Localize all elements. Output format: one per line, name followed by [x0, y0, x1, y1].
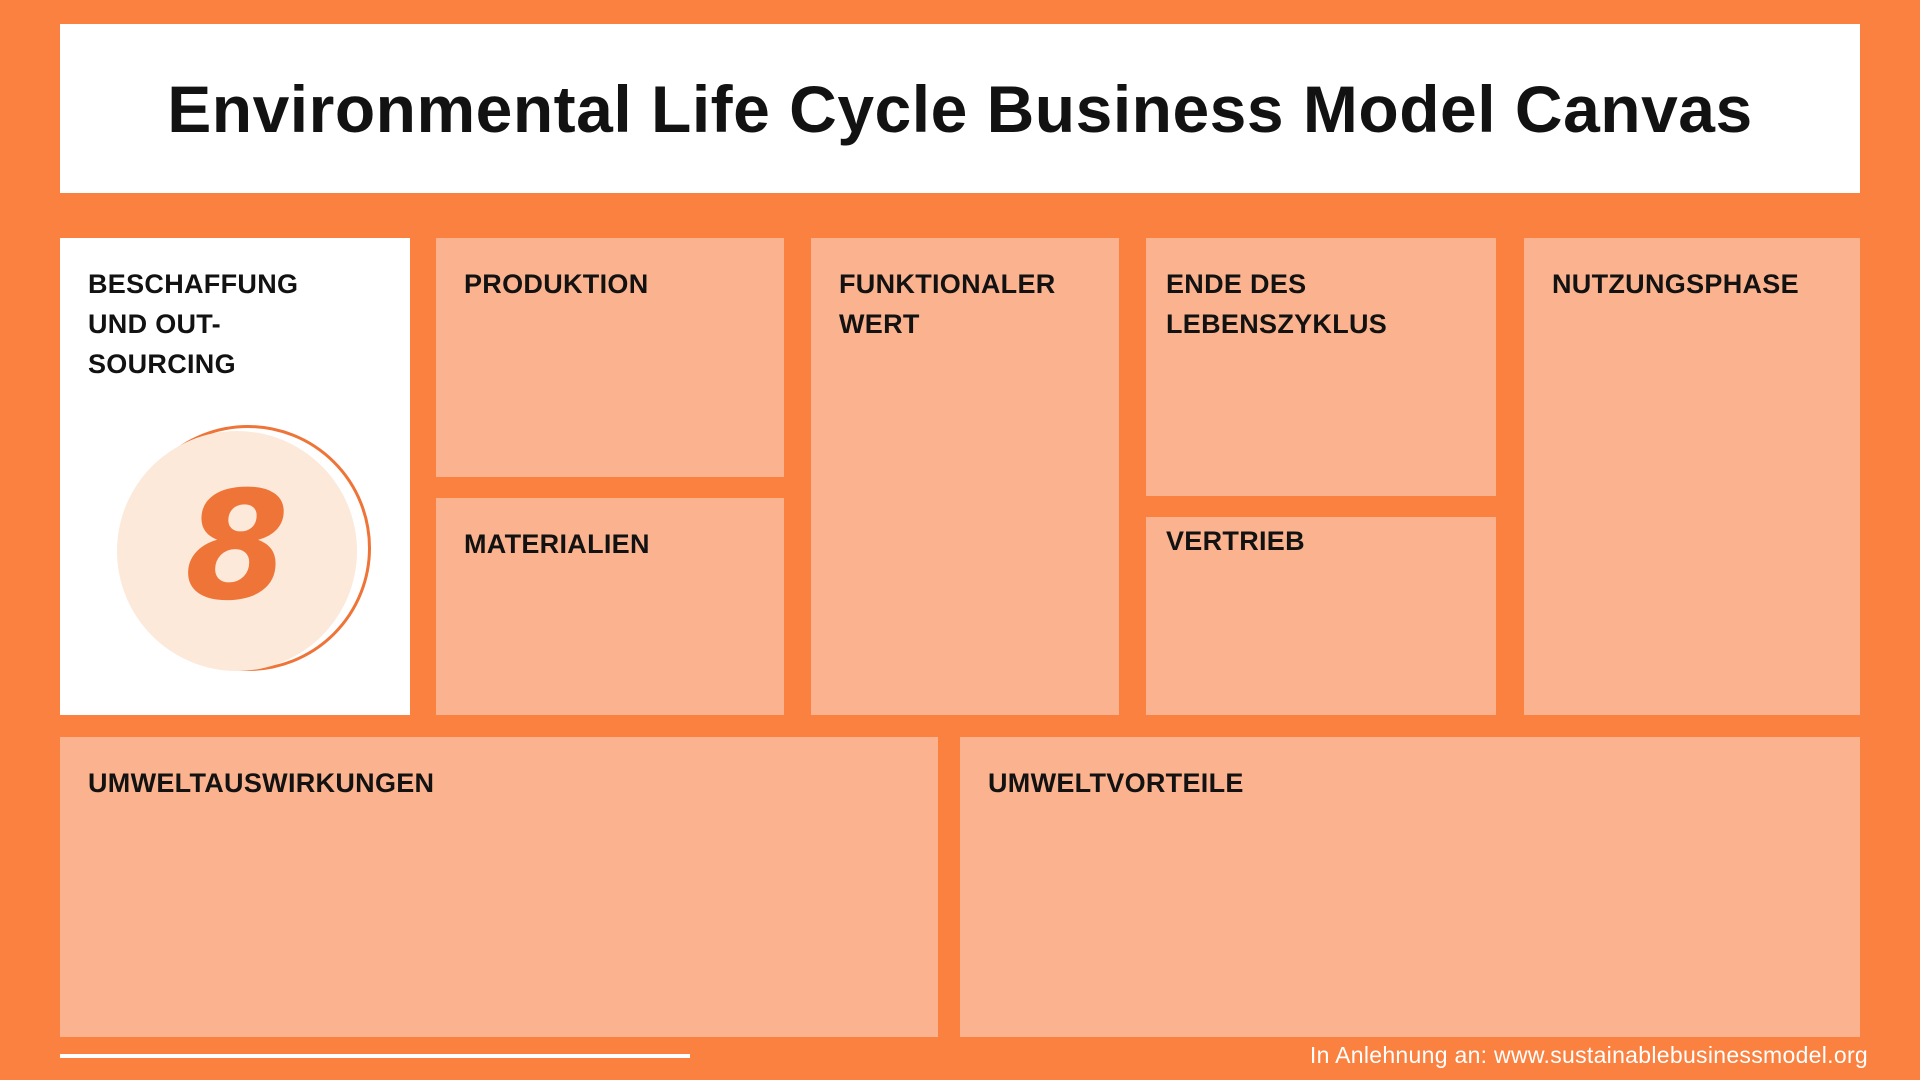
section-produktion: PRODUKTION [436, 238, 784, 477]
badge-circle: 8 [117, 431, 357, 671]
section-label: UMWELTAUSWIRKUNGEN [88, 768, 435, 798]
page-title: Environmental Life Cycle Business Model … [167, 71, 1753, 146]
section-label: BESCHAFFUNG UND OUT- SOURCING [88, 269, 299, 379]
badge-number: 8 [184, 460, 290, 634]
section-umweltvorteile: UMWELTVORTEILE [960, 737, 1860, 1037]
section-ende-des-lebenszyklus: ENDE DES LEBENSZYKLUS [1146, 238, 1496, 496]
section-funktionaler-wert: FUNKTIONALER WERT [811, 238, 1119, 715]
section-umweltauswirkungen: UMWELTAUSWIRKUNGEN [60, 737, 938, 1037]
section-nutzungsphase: NUTZUNGSPHASE [1524, 238, 1860, 715]
section-label: ENDE DES LEBENSZYKLUS [1166, 269, 1388, 339]
section-beschaffung-und-outsourcing: BESCHAFFUNG UND OUT- SOURCING 8 [60, 238, 410, 715]
title-bar: Environmental Life Cycle Business Model … [60, 24, 1860, 193]
section-materialien: MATERIALIEN [436, 498, 784, 715]
section-label: NUTZUNGSPHASE [1552, 269, 1799, 299]
attribution-text: In Anlehnung an: www.sustainablebusiness… [1309, 1042, 1868, 1068]
section-label: PRODUKTION [464, 269, 649, 299]
section-label: VERTRIEB [1166, 526, 1305, 556]
footer-divider-line [60, 1054, 690, 1058]
section-label: FUNKTIONALER WERT [839, 269, 1056, 339]
section-label: MATERIALIEN [464, 529, 650, 559]
section-vertrieb: VERTRIEB [1146, 517, 1496, 715]
section-label: UMWELTVORTEILE [988, 768, 1244, 798]
